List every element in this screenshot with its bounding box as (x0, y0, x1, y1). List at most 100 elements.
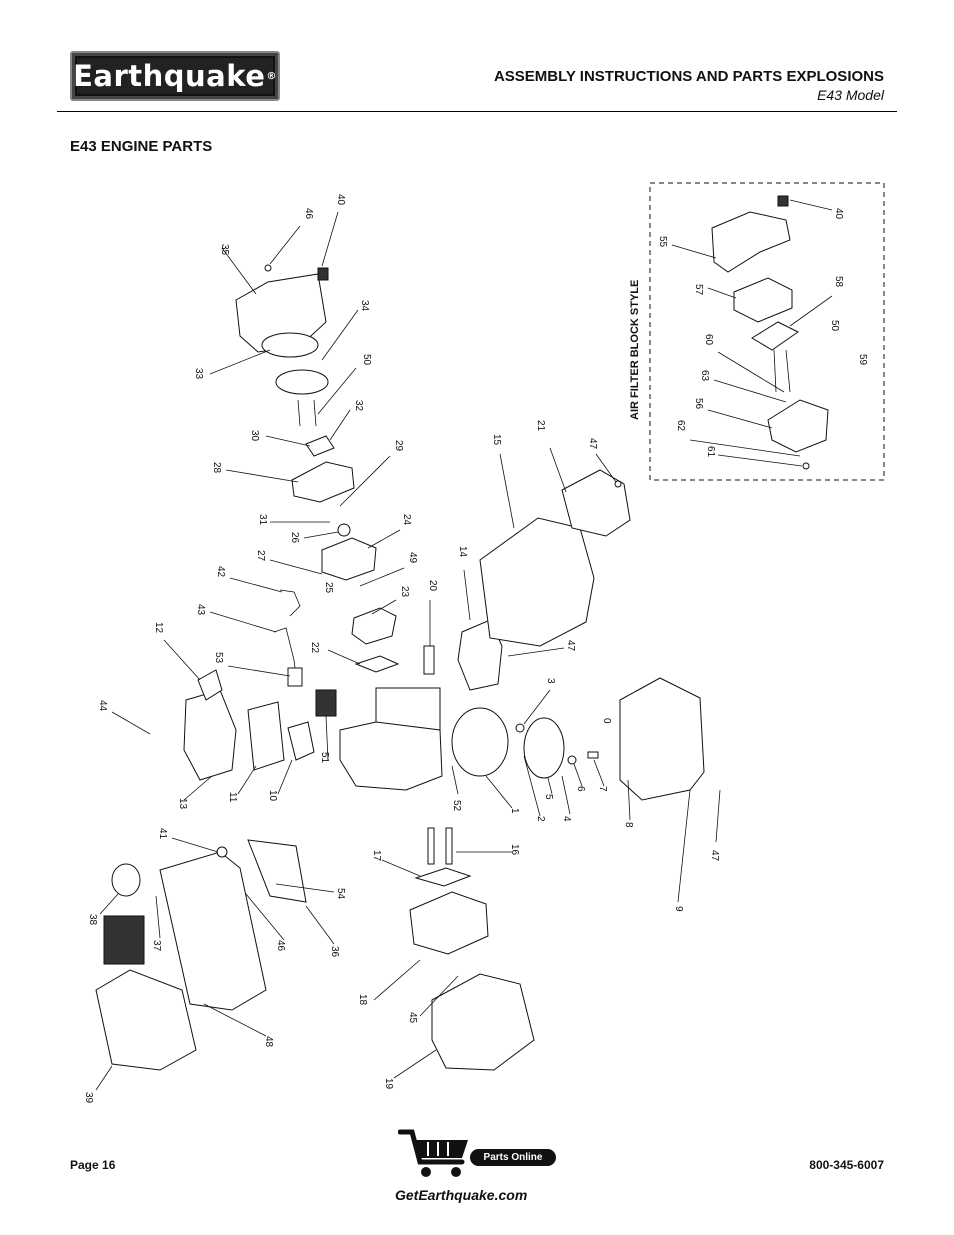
leader-45 (419, 975, 459, 1017)
logo-wordmark: Earthquake® (72, 53, 278, 99)
flywheel-1 (451, 707, 509, 777)
leader-33 (209, 349, 271, 375)
callout-47-b: 47 (565, 640, 576, 652)
leader-6 (573, 763, 583, 787)
bolt-50b (313, 399, 317, 427)
leader-58 (789, 295, 833, 327)
leader-51 (325, 715, 329, 761)
callout-51: 51 (319, 752, 330, 764)
callout-49: 49 (407, 552, 418, 564)
clip-40 (317, 267, 329, 281)
callout-15: 15 (491, 434, 502, 446)
leader-54 (275, 883, 335, 893)
muffler-pin-16b (445, 827, 453, 865)
section-title: E43 ENGINE PARTS (70, 138, 213, 155)
grill-39 (103, 915, 145, 965)
callout-3: 3 (545, 678, 556, 684)
reed-51 (315, 689, 337, 717)
callout-10: 10 (267, 790, 278, 802)
callout-2: 2 (535, 816, 546, 822)
leader-48 (203, 1003, 267, 1037)
gasket-11 (247, 701, 285, 771)
callout-11: 11 (227, 792, 238, 803)
callout-32: 32 (353, 400, 364, 412)
callout-1: 1 (509, 808, 520, 814)
callout-60: 60 (703, 334, 714, 346)
callout-21: 21 (535, 420, 546, 432)
fan-housing-9 (619, 677, 705, 801)
leader-3 (523, 689, 551, 725)
callout-22: 22 (309, 642, 320, 654)
callout-29: 29 (393, 440, 404, 452)
leader-13 (183, 775, 213, 801)
air-filter-element-33 (261, 332, 319, 358)
callout-47-a: 47 (587, 438, 598, 450)
leader-42 (229, 577, 283, 593)
callout-18: 18 (357, 994, 368, 1006)
callout-7: 7 (597, 786, 608, 792)
starter-handle-12 (197, 669, 223, 701)
air-cleaner-cover-35 (235, 273, 327, 353)
leader-5 (547, 777, 553, 795)
inset-bolt-59 (785, 349, 791, 393)
callout-61: 61 (705, 446, 716, 458)
leader-61 (717, 454, 803, 467)
insulator-23 (351, 607, 397, 645)
air-filter-inset-title: AIR FILTER BLOCK STYLE (629, 280, 641, 420)
grommet-41 (216, 846, 228, 858)
callout-24: 24 (401, 514, 412, 526)
callout-45: 45 (407, 1012, 418, 1024)
leader-9 (677, 789, 691, 903)
model-subtitle: E43 Model (817, 87, 884, 103)
callout-63: 63 (699, 370, 710, 382)
callout-48: 48 (263, 1036, 274, 1048)
leader-52 (451, 765, 459, 795)
leader-46b (245, 893, 285, 941)
leader-57 (707, 287, 737, 299)
fuel-line-42 (279, 589, 301, 617)
leader-11 (237, 765, 257, 795)
callout-19: 19 (383, 1078, 394, 1090)
callout-46-top: 46 (303, 208, 314, 220)
callout-54: 54 (335, 888, 346, 900)
inset-bolt-50 (773, 349, 777, 393)
website-link[interactable]: GetEarthquake.com (395, 1187, 528, 1203)
leader-21 (549, 447, 567, 493)
leader-41 (171, 837, 219, 853)
washer-3 (515, 723, 525, 733)
leader-49 (359, 567, 405, 587)
filter-53 (287, 667, 303, 687)
callout-36: 36 (329, 946, 340, 958)
callout-0: 0 (601, 718, 612, 724)
inset-base-56 (767, 399, 829, 453)
leader-47a (595, 453, 617, 483)
registered-mark: ® (266, 70, 277, 82)
foam-filter-34 (275, 369, 329, 395)
callout-17: 17 (371, 850, 382, 862)
leader-35 (221, 247, 257, 295)
leader-30 (265, 435, 311, 447)
leader-14 (463, 569, 471, 621)
leader-7 (593, 759, 605, 787)
callout-28: 28 (211, 462, 222, 474)
callout-47-c: 47 (709, 850, 720, 862)
callout-58: 58 (833, 276, 844, 288)
phone-number: 800-345-6007 (809, 1158, 884, 1172)
inset-washer-61 (802, 462, 810, 470)
muffler-guard-19 (431, 973, 535, 1071)
muffler-gasket-17 (414, 867, 472, 887)
leader-38 (99, 893, 119, 915)
parts-online-badge[interactable]: Parts Online (470, 1149, 556, 1166)
pulley-10 (287, 721, 315, 761)
air-filter-inset-box (649, 182, 885, 481)
starter-housing-13 (183, 689, 237, 781)
leader-50 (317, 367, 357, 415)
callout-40-top: 40 (335, 194, 346, 206)
callout-53: 53 (213, 652, 224, 664)
leader-63 (713, 379, 787, 403)
tank-bracket-54 (247, 839, 307, 903)
callout-55: 55 (657, 236, 668, 248)
leader-17 (381, 859, 421, 877)
inset-clip-40 (777, 195, 789, 207)
callout-8: 8 (623, 822, 634, 828)
